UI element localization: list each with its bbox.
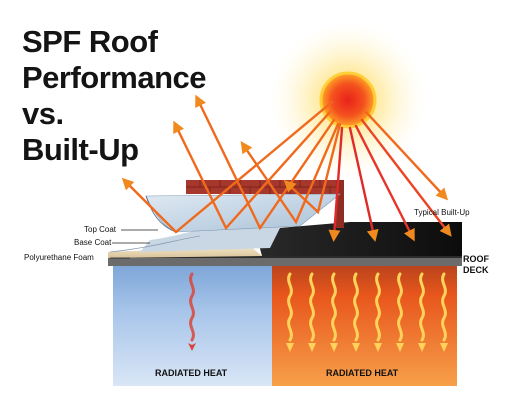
typical-built-up-label: Typical Built-Up xyxy=(414,208,470,217)
spf-layers xyxy=(108,193,341,258)
heat-arrow-head xyxy=(330,343,338,352)
heat-wave-icon xyxy=(188,272,196,351)
builtup-wall-section xyxy=(272,265,457,386)
heat-arrow-head xyxy=(440,343,448,352)
radiated-heat-label-spf: RADIATED HEAT xyxy=(155,368,228,378)
heat-arrow-head xyxy=(396,343,404,352)
absorbed-rays xyxy=(328,110,452,242)
builtup-roof-surface xyxy=(255,222,462,256)
radiated-heat-label-builtup: RADIATED HEAT xyxy=(326,368,399,378)
title-line-2: Performance xyxy=(22,60,207,95)
heat-wave-icon xyxy=(375,272,381,342)
roof-deck-edge xyxy=(108,258,462,266)
heat-arrow-head xyxy=(308,343,316,352)
heat-wave-icon xyxy=(309,272,315,342)
heat-wave-icon xyxy=(397,272,403,342)
heat-arrow-head xyxy=(286,343,294,352)
heat-wave-icon xyxy=(441,272,447,342)
heat-wave-icon xyxy=(331,272,337,342)
top-coat-label: Top Coat xyxy=(84,225,117,234)
diagram-title: SPF Roof Performance vs. Built-Up xyxy=(22,24,207,168)
title-line-4: Built-Up xyxy=(22,132,139,167)
title-line-1: SPF Roof xyxy=(22,24,158,59)
polyurethane-foam-label: Polyurethane Foam xyxy=(24,253,94,262)
roof-deck-label-line2: DECK xyxy=(463,265,489,275)
heat-waves-right xyxy=(286,272,448,352)
roof-deck-label-line1: ROOF xyxy=(463,254,489,264)
heat-wave-icon xyxy=(353,272,359,342)
heat-arrow-head xyxy=(352,343,360,352)
base-coat-label: Base Coat xyxy=(74,238,112,247)
heat-arrow-head xyxy=(418,343,426,352)
title-line-3: vs. xyxy=(22,96,64,131)
heat-wave-icon xyxy=(419,272,425,342)
heat-wave-icon xyxy=(287,272,293,342)
sun-icon xyxy=(270,22,426,178)
reflected-rays xyxy=(121,94,342,234)
label-leaders xyxy=(110,229,158,259)
heat-arrow-head xyxy=(374,343,382,352)
